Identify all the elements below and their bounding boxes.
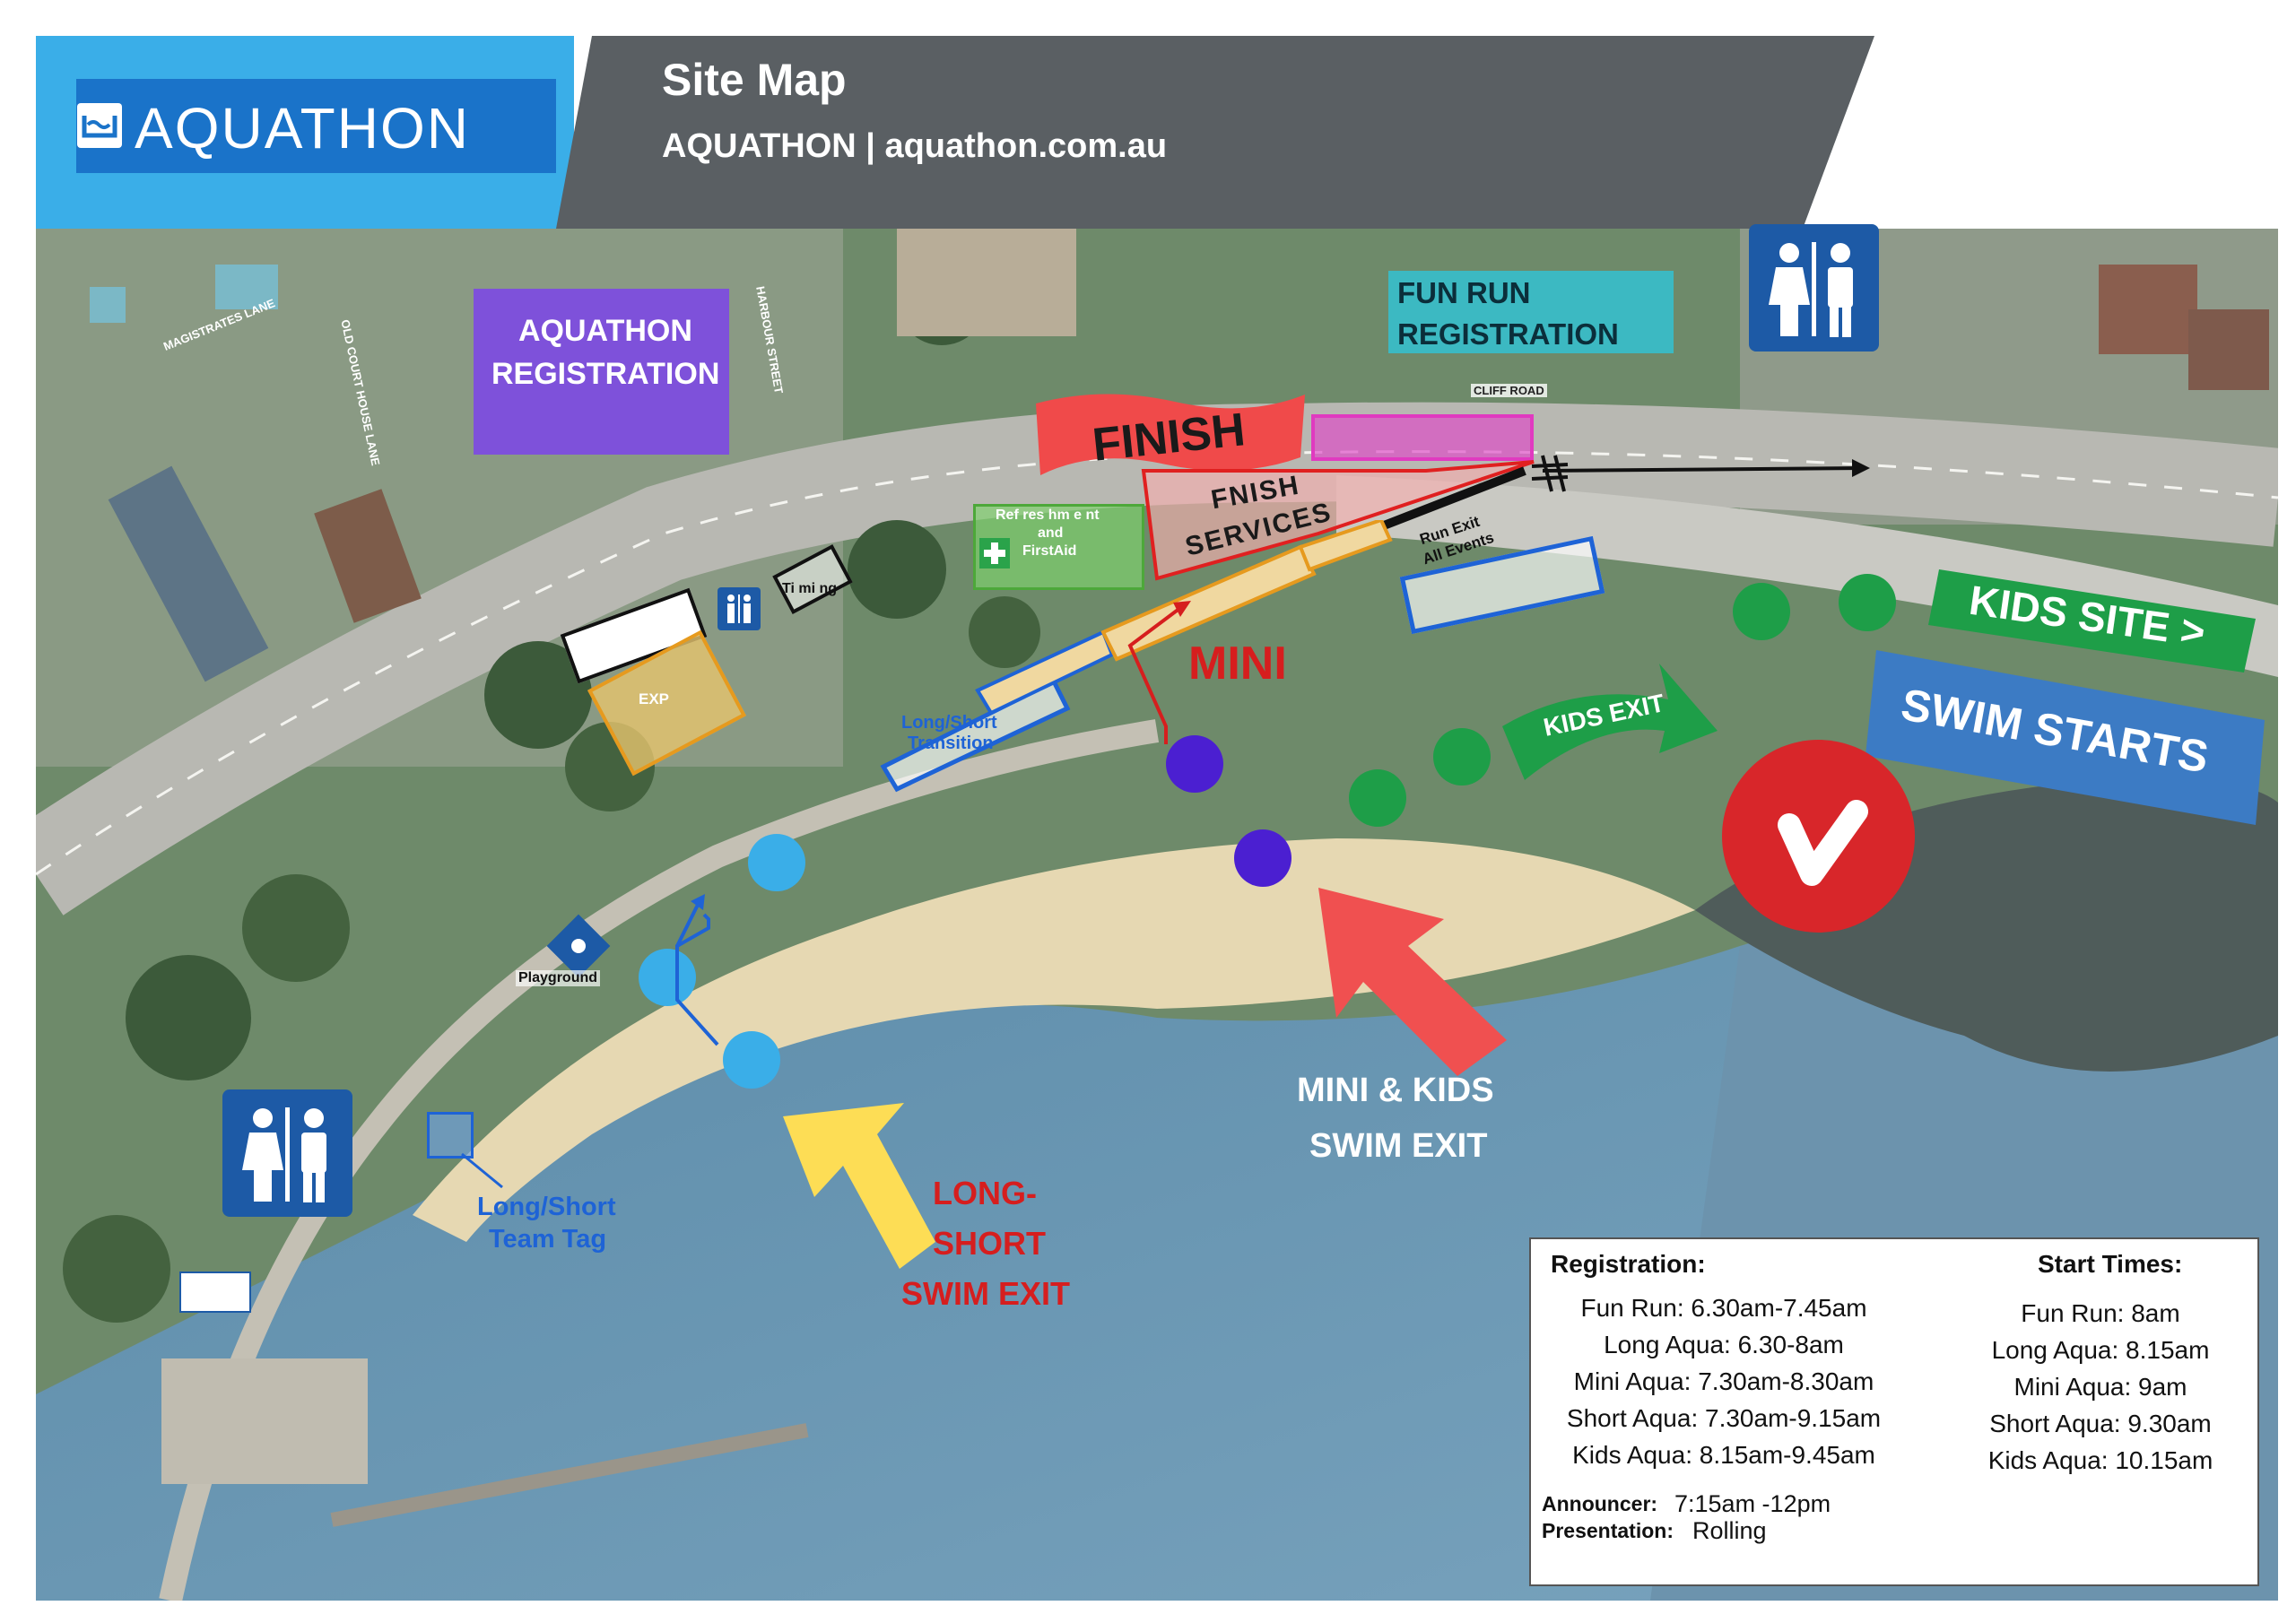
mini-marker-2 bbox=[1234, 829, 1292, 887]
start-fun-run: Fun Run: 8am bbox=[2021, 1299, 2180, 1327]
long-short-route-arrow-icon bbox=[675, 894, 719, 1046]
first-aid-icon bbox=[979, 538, 1010, 568]
finish-services-zone bbox=[1141, 460, 1535, 581]
announcer-value: 7:15am -12pm bbox=[1674, 1490, 1831, 1517]
white-sign-bottom bbox=[179, 1271, 251, 1313]
registration-title: Registration: bbox=[1551, 1250, 1706, 1278]
mini-route-arrow-icon bbox=[1127, 601, 1191, 744]
long-short-marker-2 bbox=[639, 949, 696, 1006]
toilets-bottom-icon bbox=[222, 1089, 352, 1217]
playground-icon bbox=[546, 914, 611, 978]
logo-text: AQUATHON bbox=[135, 96, 470, 161]
expo-label: EXP bbox=[639, 690, 670, 707]
refreshment-label-1: Ref res hm e nt bbox=[996, 508, 1100, 523]
long-short-swim-exit-arrow-icon bbox=[783, 1103, 935, 1269]
refreshment-label-3: FirstAid bbox=[1022, 543, 1077, 559]
registration-kids-aqua: Kids Aqua: 8.15am-9.45am bbox=[1572, 1441, 1875, 1469]
playground-label: Playground bbox=[516, 970, 601, 986]
long-short-team-tag-label-2: Team Tag bbox=[489, 1225, 607, 1254]
schedule-info-box: Registration: Fun Run: 6.30am-7.45am Lon… bbox=[1529, 1237, 2259, 1586]
announcer-label: Announcer: bbox=[1542, 1492, 1658, 1515]
fun-run-registration-label-1: FUN RUN bbox=[1397, 276, 1531, 309]
fun-run-registration-label-2: REGISTRATION bbox=[1397, 317, 1619, 351]
mini-kids-swim-exit-arrow-icon bbox=[1318, 888, 1507, 1076]
timing-label: Ti mi ng bbox=[782, 581, 838, 596]
long-short-swim-exit-label-2: SHORT bbox=[933, 1225, 1046, 1262]
long-short-transition-label-2: Transition bbox=[908, 733, 994, 753]
aquathon-logo-icon bbox=[77, 103, 122, 148]
registration-mini-aqua: Mini Aqua: 7.30am-8.30am bbox=[1573, 1367, 1874, 1395]
long-short-team-tag-label-1: Long/Short bbox=[477, 1193, 616, 1221]
toilets-small-icon bbox=[718, 587, 761, 630]
registration-list: Fun Run: 6.30am-7.45am Long Aqua: 6.30-8… bbox=[1540, 1289, 1908, 1473]
registration-long-aqua: Long Aqua: 6.30-8am bbox=[1604, 1331, 1844, 1358]
long-short-swim-exit-label-1: LONG- bbox=[933, 1175, 1037, 1211]
header-logo-box bbox=[76, 79, 556, 173]
start-times-list: Fun Run: 8am Long Aqua: 8.15am Mini Aqua… bbox=[1952, 1295, 2248, 1479]
long-short-swim-exit-label-3: SWIM EXIT bbox=[901, 1275, 1070, 1312]
mini-label: MINI bbox=[1188, 638, 1287, 690]
swim-start-marker-icon bbox=[1722, 740, 1915, 933]
registration-fun-run: Fun Run: 6.30am-7.45am bbox=[1580, 1294, 1867, 1322]
kids-site-banner bbox=[1928, 569, 2256, 673]
page-title: Site Map bbox=[662, 55, 847, 105]
team-tag-pointer-icon bbox=[461, 1152, 503, 1189]
long-short-transition-label-1: Long/Short bbox=[901, 713, 997, 733]
refreshment-label-2: and bbox=[1038, 525, 1064, 541]
kids-marker-4 bbox=[1839, 574, 1896, 631]
aquathon-registration-box bbox=[474, 289, 729, 455]
presentation-value: Rolling bbox=[1692, 1517, 1767, 1544]
kids-exit-arrow-icon bbox=[1502, 664, 1718, 780]
finish-banner bbox=[1036, 394, 1305, 475]
transition-zone bbox=[880, 520, 1393, 793]
mini-kids-swim-exit-label-1: MINI & KIDS bbox=[1297, 1072, 1494, 1109]
aquathon-registration-label-2: REGISTRATION bbox=[491, 357, 720, 391]
finish-chute-zone bbox=[1311, 414, 1534, 461]
kids-marker-1 bbox=[1349, 769, 1406, 827]
long-short-marker-3 bbox=[723, 1031, 780, 1089]
page-subtitle: AQUATHON | aquathon.com.au bbox=[662, 127, 1168, 165]
registration-short-aqua: Short Aqua: 7.30am-9.15am bbox=[1566, 1404, 1882, 1432]
start-times-title: Start Times: bbox=[2038, 1250, 2183, 1278]
start-short-aqua: Short Aqua: 9.30am bbox=[1989, 1410, 2212, 1437]
start-mini-aqua: Mini Aqua: 9am bbox=[2013, 1373, 2187, 1401]
long-short-marker-1 bbox=[748, 834, 805, 891]
toilets-icon bbox=[1749, 224, 1879, 352]
team-tag-zone bbox=[427, 1112, 474, 1159]
header-title-band bbox=[556, 36, 1874, 229]
start-kids-aqua: Kids Aqua: 10.15am bbox=[1987, 1446, 2213, 1474]
swim-starts-banner bbox=[1866, 650, 2265, 825]
run-exit-arrow-icon bbox=[1531, 455, 1870, 492]
fun-run-registration-box bbox=[1388, 271, 1674, 353]
aquathon-registration-label-1: AQUATHON bbox=[518, 314, 692, 348]
presentation-label: Presentation: bbox=[1542, 1519, 1674, 1542]
street-cliff-road: CLIFF ROAD bbox=[1471, 384, 1547, 397]
start-long-aqua: Long Aqua: 8.15am bbox=[1991, 1336, 2210, 1364]
kids-marker-2 bbox=[1433, 728, 1491, 785]
mini-marker-1 bbox=[1166, 735, 1223, 793]
kids-marker-3 bbox=[1733, 583, 1790, 640]
mini-kids-swim-exit-label-2: SWIM EXIT bbox=[1309, 1127, 1488, 1165]
